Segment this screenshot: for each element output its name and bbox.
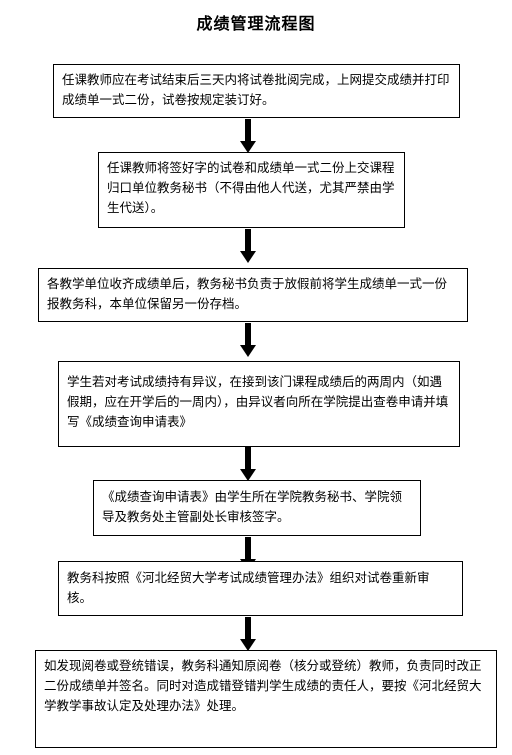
down-arrow-icon [240,617,256,651]
step-2-box: 任课教师将签好字的试卷和成绩单一式二份上交课程归口单位教务秘书（不得由他人代送，… [98,152,405,228]
step-5-box: 《成绩查询申请表》由学生所在学院教务秘书、学院领导及教务处主管副处长审核签字。 [93,480,421,536]
down-arrow-icon [240,229,256,263]
step-7-box: 如发现阅卷或登统错误，教务科通知原阅卷（核分或登统）教师，负责同时改正二份成绩单… [35,650,497,748]
step-6-box: 教务科按照《河北经贸大学考试成绩管理办法》组织对试卷重新审核。 [58,561,463,616]
page-title: 成绩管理流程图 [196,14,316,33]
down-arrow-icon [240,323,256,357]
down-arrow-icon [240,119,256,153]
step-4-box: 学生若对考试成绩持有异议，在接到该门课程成绩后的两周内（如遇假期，应在开学后的一… [58,361,460,447]
step-1-box: 任课教师应在考试结束后三天内将试卷批阅完成，上网提交成绩并打印成绩单一式二份，试… [53,64,460,118]
step-3-box: 各教学单位收齐成绩单后，教务秘书负责于放假前将学生成绩单一式一份报教务科，本单位… [38,268,468,322]
down-arrow-icon [240,447,256,481]
